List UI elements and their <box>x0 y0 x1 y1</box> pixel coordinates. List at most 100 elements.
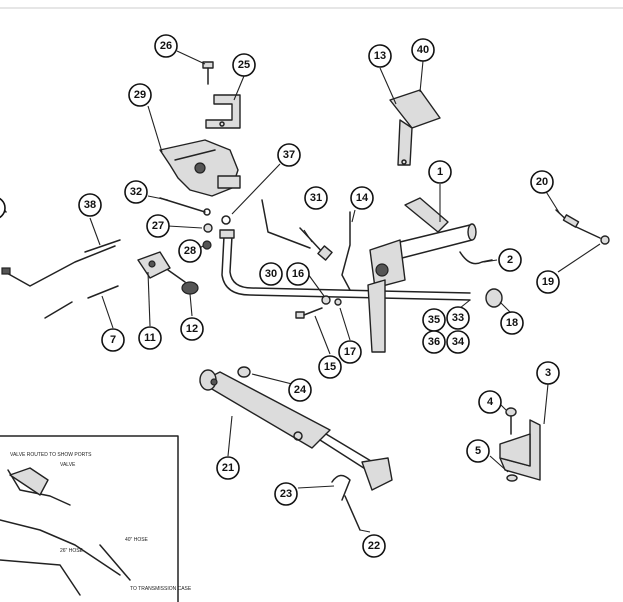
callout-label: 18 <box>506 317 518 329</box>
callout-label: 16 <box>292 268 304 280</box>
callout-circle <box>368 44 392 68</box>
callout-label: 29 <box>134 89 146 101</box>
callout-33: 33 <box>446 306 470 330</box>
callout-20: 20 <box>530 170 554 194</box>
callout-37: 37 <box>277 143 301 167</box>
part-tube-38 <box>1 239 121 287</box>
callout-3: 3 <box>536 361 560 385</box>
callout-39: 39 <box>0 197 6 219</box>
callout-30: 30 <box>259 262 283 286</box>
callout-25: 25 <box>232 53 256 77</box>
callout-label: 20 <box>536 176 548 188</box>
callout-label: 36 <box>428 336 440 348</box>
callout-label: 32 <box>130 186 142 198</box>
callout-18: 18 <box>500 311 524 335</box>
callout-circle <box>498 248 522 272</box>
callout-circle <box>286 262 310 286</box>
part-rod-30 <box>261 199 311 249</box>
part-rod-14 <box>341 211 351 291</box>
callout-31: 31 <box>304 186 328 210</box>
callout-circle <box>446 330 470 354</box>
inset-note-valve: VALVE ROUTED TO SHOW PORTS <box>10 452 92 458</box>
callout-circle <box>178 239 202 263</box>
part-cap-18 <box>485 288 503 308</box>
callout-26: 26 <box>154 34 178 58</box>
callout-label: 28 <box>184 245 196 257</box>
part-tube-7 <box>44 285 119 319</box>
callout-label: 37 <box>283 149 295 161</box>
callout-circle <box>422 330 446 354</box>
callout-21: 21 <box>216 456 240 480</box>
callout-circle <box>146 214 170 238</box>
callout-circle <box>478 390 502 414</box>
part-hose-30 <box>219 229 471 301</box>
part-bolt-15 <box>295 307 323 319</box>
callout-circle <box>446 306 470 330</box>
callout-27: 27 <box>146 214 170 238</box>
callout-label: 4 <box>487 396 494 408</box>
leader-lines <box>89 50 601 533</box>
part-washer-17 <box>334 298 342 306</box>
part-washer-24 <box>237 366 251 378</box>
callout-label: 11 <box>144 332 156 344</box>
part-bolt-4 <box>505 407 517 435</box>
callout-circle <box>304 186 328 210</box>
callout-28: 28 <box>178 239 202 263</box>
part-valve-body-29 <box>159 139 241 197</box>
part-clip-pin-2 <box>459 251 493 265</box>
callout-label: 26 <box>160 40 172 52</box>
callout-label: 30 <box>265 268 277 280</box>
callout-40: 40 <box>411 38 435 62</box>
callout-label: 34 <box>452 336 465 348</box>
callout-35: 35 <box>422 308 446 332</box>
callout-label: 31 <box>310 192 322 204</box>
part-cable-19-20 <box>555 209 610 245</box>
callout-7: 7 <box>101 328 125 352</box>
callout-circle <box>101 328 125 352</box>
callout-label: 25 <box>238 59 250 71</box>
callout-circle <box>530 170 554 194</box>
part-nut-5 <box>506 474 518 482</box>
callout-label: 23 <box>280 488 292 500</box>
callout-label: 14 <box>356 192 369 204</box>
callout-circle <box>0 197 6 219</box>
callout-label: 5 <box>475 445 481 457</box>
callout-circle <box>362 534 386 558</box>
part-knob-12 <box>167 269 199 295</box>
part-switch-11 <box>137 251 171 279</box>
part-pin-22-23 <box>331 474 361 531</box>
callout-5: 5 <box>466 439 490 463</box>
part-cylinder-21 <box>199 369 393 491</box>
callout-label: 40 <box>417 44 429 56</box>
callout-circle <box>124 180 148 204</box>
part-shaft-1 <box>367 197 477 353</box>
part-washer-16 <box>321 295 331 305</box>
callout-label: 17 <box>344 346 356 358</box>
part-pin-31 <box>299 227 333 261</box>
callout-label: 22 <box>368 540 380 552</box>
callout-36: 36 <box>422 330 446 354</box>
callout-circle <box>259 262 283 286</box>
part-nut-28 <box>202 240 212 250</box>
part-bracket-25 <box>205 94 241 129</box>
callout-11: 11 <box>138 326 162 350</box>
callout-label: 19 <box>542 276 554 288</box>
callout-19: 19 <box>536 270 560 294</box>
callout-label: 33 <box>452 312 464 324</box>
callout-circle <box>78 193 102 217</box>
callout-38: 38 <box>78 193 102 217</box>
callout-15: 15 <box>318 355 342 379</box>
callout-2: 2 <box>498 248 522 272</box>
callout-circle <box>138 326 162 350</box>
callout-32: 32 <box>124 180 148 204</box>
callout-circle <box>318 355 342 379</box>
callout-circle <box>411 38 435 62</box>
callout-23: 23 <box>274 482 298 506</box>
callout-22: 22 <box>362 534 386 558</box>
callout-label: 27 <box>152 220 164 232</box>
callout-34: 34 <box>446 330 470 354</box>
callout-circle <box>128 83 152 107</box>
callout-label: 7 <box>110 334 116 346</box>
